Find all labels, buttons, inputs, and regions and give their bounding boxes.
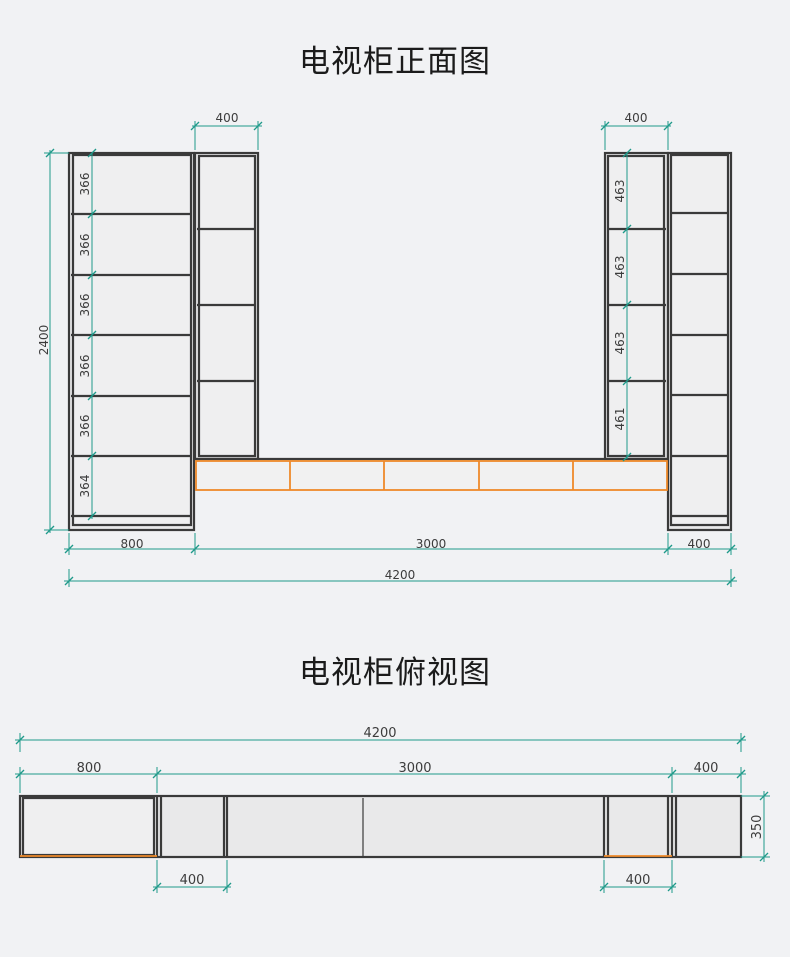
dim-segment-widths-top: 800 3000 400 — [15, 761, 746, 793]
top-bottom-left-label: 400 — [180, 873, 205, 888]
top-right-width-label: 400 — [625, 111, 648, 125]
dim-top-left-width: 400 — [190, 111, 263, 150]
left-shelf-dim-1: 366 — [78, 173, 92, 196]
dim-top-right-width: 400 — [600, 111, 673, 150]
front-total-width-label: 4200 — [385, 568, 416, 582]
top-left-segment-label: 800 — [77, 761, 102, 776]
right-shelf-dim-3: 463 — [613, 332, 627, 355]
bottom-middle-width-label: 3000 — [416, 537, 447, 551]
depth-label: 350 — [750, 815, 765, 840]
left-shelf-dim-6: 364 — [78, 475, 92, 498]
right-shelf-dim-2: 463 — [613, 256, 627, 279]
dim-bottom-widths: 800 3000 400 — [64, 533, 737, 555]
bottom-right-width-label: 400 — [688, 537, 711, 551]
right-shelf-dim-4: 461 — [613, 408, 627, 431]
dim-right-shelves: 463 463 463 461 — [613, 148, 632, 462]
left-wide-cabinet — [67, 151, 196, 532]
dim-bottom-right-400: 400 — [599, 860, 677, 893]
top-view: 4200 800 3000 400 — [15, 726, 770, 893]
left-shelf-dim-3: 366 — [78, 294, 92, 317]
front-view: 2400 366 366 366 366 366 364 — [37, 111, 737, 587]
tv-console-drawers — [195, 457, 668, 491]
top-view-title: 电视柜俯视图 — [299, 655, 491, 691]
dim-total-height: 2400 — [37, 148, 69, 535]
dim-left-shelves: 366 366 366 366 366 364 — [78, 148, 97, 521]
top-left-width-label: 400 — [216, 111, 239, 125]
right-tall-cabinet — [666, 151, 733, 532]
bottom-left-width-label: 800 — [121, 537, 144, 551]
right-shelf-dim-1: 463 — [613, 180, 627, 203]
left-shelf-dim-2: 366 — [78, 234, 92, 257]
left-shelf-dim-5: 366 — [78, 415, 92, 438]
left-shelf-dim-4: 366 — [78, 355, 92, 378]
dim-bottom-left-400: 400 — [152, 860, 232, 893]
top-middle-segment-label: 3000 — [398, 761, 431, 776]
top-total-width-label: 4200 — [363, 726, 396, 741]
dim-depth: 350 — [741, 791, 770, 862]
top-bottom-right-label: 400 — [626, 873, 651, 888]
left-narrow-cabinet — [193, 151, 260, 461]
right-narrow-cabinet — [603, 151, 670, 461]
dim-total-width-top: 4200 — [15, 726, 746, 752]
front-view-title: 电视柜正面图 — [299, 44, 491, 80]
dim-total-width-front: 4200 — [64, 568, 737, 587]
top-right-segment-label: 400 — [694, 761, 719, 776]
top-view-plan — [18, 794, 743, 859]
total-height-label: 2400 — [37, 325, 51, 356]
